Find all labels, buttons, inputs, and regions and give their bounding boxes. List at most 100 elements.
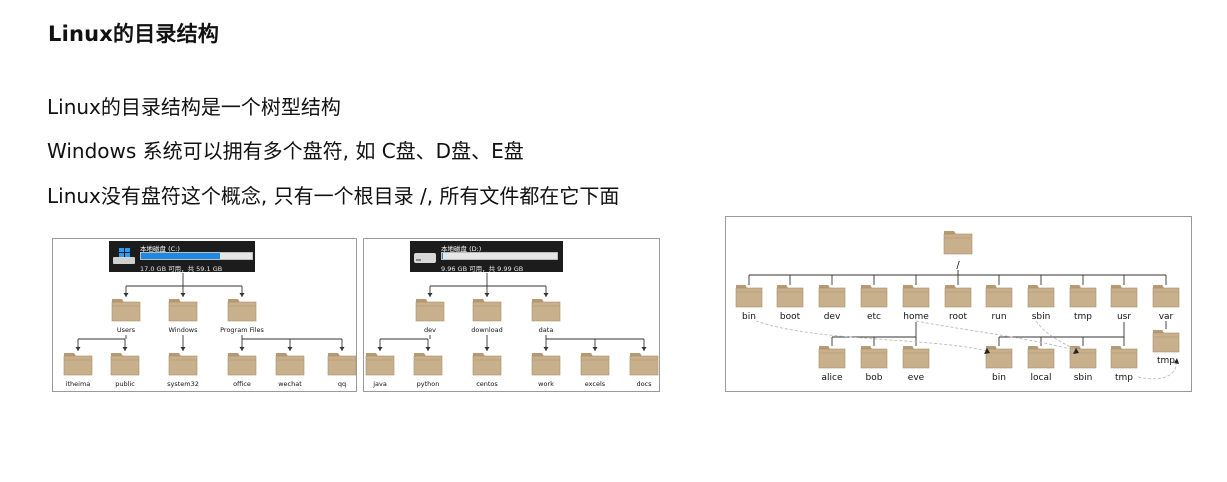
folder-label-users: Users (117, 326, 136, 334)
dir-var-tmp-folder-icon (1152, 330, 1180, 353)
folder-label-centos: centos (476, 380, 498, 388)
folder-label-sbin: sbin (1032, 312, 1051, 322)
drive-d-name: 本地磁盘 (D:) (441, 245, 482, 253)
folder-label-java: java (372, 380, 387, 388)
folder-label-python: python (417, 380, 440, 388)
folder-label-docs: docs (636, 380, 652, 388)
program-files-folder-icon (227, 299, 257, 322)
office-folder-icon (227, 353, 257, 376)
folder-label-usr-sbin: sbin (1074, 373, 1093, 383)
text-line-linux-root: Linux没有盘符这个概念, 只有一个根目录 /, 所有文件都在它下面 (47, 184, 620, 208)
system32-folder-icon (168, 353, 198, 376)
dir-bin-folder-icon (735, 285, 763, 308)
folder-label-bin: bin (742, 312, 756, 322)
drive-c-tile: 本地磁盘 (C:) 17.0 GB 可用，共 59.1 GB (109, 241, 255, 273)
folder-label-tmp: tmp (1074, 312, 1092, 322)
dir-home-bob-folder-icon (860, 346, 888, 369)
users-folder-icon (111, 299, 141, 322)
dev-folder-icon (415, 299, 445, 322)
dir-home-eve-folder-icon (902, 346, 930, 369)
windows-drive-icon (112, 248, 136, 269)
link-arrowhead (1073, 348, 1079, 354)
windows-d-drive-diagram: 本地磁盘 (D:) 9.96 GB 可用，共 9.99 GB dev java py… (363, 238, 660, 392)
data-folder-icon (531, 299, 561, 322)
drive-c-name: 本地磁盘 (C:) (140, 245, 180, 253)
dir-dev-folder-icon (818, 285, 846, 308)
folder-label-usr-local: local (1031, 373, 1052, 383)
folder-label-dev: dev (824, 312, 841, 322)
folder-label-public: public (115, 380, 135, 388)
folder-label-system32: system32 (167, 380, 199, 388)
text-line-tree-structure: Linux的目录结构是一个树型结构 (47, 95, 341, 119)
dir-sbin-folder-icon (1027, 285, 1055, 308)
dir-usr-bin-folder-icon (985, 346, 1013, 369)
public-folder-icon (110, 353, 140, 376)
folder-label-var-tmp: tmp (1157, 356, 1175, 366)
hard-drive-icon (413, 248, 437, 269)
drive-c-folder-tree: Users itheima public Windows system32 Program… (63, 273, 356, 388)
folder-label-data: data (539, 326, 554, 334)
link-bin-to-usr-bin (755, 320, 989, 352)
windows-c-drive-diagram: 本地磁盘 (C:) 17.0 GB 可用，共 59.1 GB Users ithe… (52, 238, 357, 392)
folder-label-home-eve: eve (908, 373, 925, 383)
dir-tmp-folder-icon (1069, 285, 1097, 308)
folder-label-root: root (949, 312, 968, 322)
dir-run-folder-icon (985, 285, 1013, 308)
download-folder-icon (472, 299, 502, 322)
wechat-folder-icon (275, 353, 305, 376)
dir-boot-folder-icon (776, 285, 804, 308)
link-sbin-to-usr-sbin (915, 320, 1079, 352)
folder-label-wechat: wechat (278, 380, 302, 388)
text-line-windows-drives: Windows 系统可以拥有多个盘符, 如 C盘、D盘、E盘 (47, 139, 524, 163)
dir-root-folder-icon (944, 285, 972, 308)
folder-label-usr-tmp: tmp (1115, 373, 1133, 383)
dir-usr-local-folder-icon (1027, 346, 1055, 369)
drive-d-tile: 本地磁盘 (D:) 9.96 GB 可用，共 9.99 GB (410, 241, 563, 273)
link-arrowhead (1174, 358, 1179, 364)
folder-label-work: work (538, 380, 554, 388)
dir-var-folder-icon (1152, 285, 1180, 308)
folder-label-boot: boot (780, 312, 801, 322)
folder-label-excels: excels (585, 380, 606, 388)
folder-label-home-alice: alice (821, 373, 842, 383)
folder-label-download: download (471, 326, 502, 334)
folder-label-itheima: itheima (66, 380, 91, 388)
dir-home-alice-folder-icon (818, 346, 846, 369)
drive-d-folder-tree: dev java python download centos data work excel… (365, 273, 659, 388)
link-arrowhead (984, 348, 990, 354)
folder-label-var: var (1159, 312, 1174, 322)
java-folder-icon (365, 353, 395, 376)
linux-directory-diagram: / bin boot dev etc home root run sbin tmp usr var al… (725, 216, 1192, 392)
folder-label-usr-bin: bin (992, 373, 1006, 383)
folder-label-dev: dev (424, 326, 436, 334)
folder-label-program-files: Program Files (220, 326, 264, 334)
link-sbin-curve (1035, 320, 1079, 352)
qq-folder-icon (327, 353, 356, 376)
dir-home-folder-icon (902, 285, 930, 308)
folder-label-qq: qq (338, 380, 346, 388)
folder-label-office: office (233, 380, 251, 388)
drive-c-usage-bar (140, 252, 253, 260)
page-title: Linux的目录结构 (48, 22, 220, 46)
folder-label-run: run (991, 312, 1006, 322)
dir-usr-tmp-folder-icon (1110, 346, 1138, 369)
root-dir-folder-icon (943, 231, 973, 255)
folder-label-home: home (903, 312, 929, 322)
folder-label-usr: usr (1117, 312, 1131, 322)
itheima-folder-icon (63, 353, 93, 376)
dir-etc-folder-icon (860, 285, 888, 308)
folder-label-etc: etc (867, 312, 881, 322)
folder-label-home-bob: bob (866, 373, 883, 383)
linux-folder-tree: / bin boot dev etc home root run sbin tmp usr var al… (735, 231, 1180, 383)
drive-d-usage-bar (441, 252, 558, 260)
excels-folder-icon (580, 353, 610, 376)
docs-folder-icon (629, 353, 659, 376)
link-var-tmp (1137, 360, 1177, 380)
drive-d-space-info: 9.96 GB 可用，共 9.99 GB (441, 265, 524, 273)
work-folder-icon (531, 353, 561, 376)
dir-usr-folder-icon (1110, 285, 1138, 308)
centos-folder-icon (472, 353, 502, 376)
folder-label-windows: Windows (168, 326, 198, 334)
drive-c-space-info: 17.0 GB 可用，共 59.1 GB (140, 265, 223, 273)
folder-label-root: / (956, 260, 960, 271)
